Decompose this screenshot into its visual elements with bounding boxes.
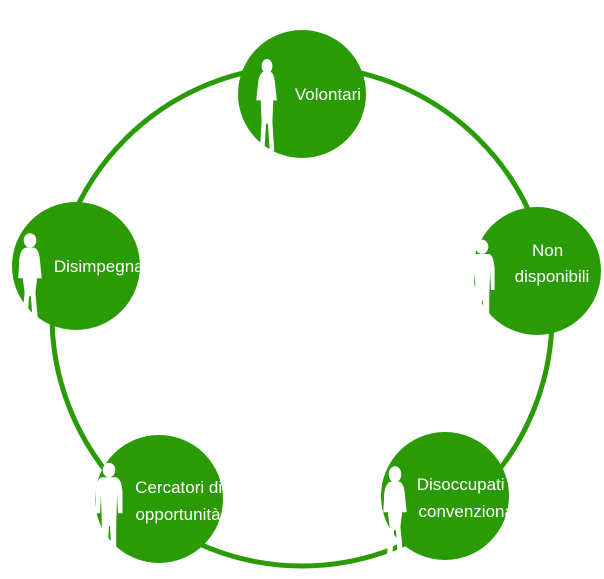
node-label: Disimpegnati xyxy=(54,257,152,276)
woman-silhouette-icon xyxy=(383,466,407,556)
node-disoccupati-convenzionali: Disoccupati convenzionali xyxy=(381,432,522,560)
node-label: Non disponibili xyxy=(515,241,590,286)
node-circle xyxy=(95,435,223,563)
woman-silhouette-icon xyxy=(256,59,277,151)
node-non-disponibili: Non disponibili xyxy=(469,207,601,335)
node-circle xyxy=(473,207,601,335)
node-label: Cercatori di opportunità xyxy=(135,478,227,524)
node-label: Disoccupati convenzionali xyxy=(417,475,522,521)
node-circle xyxy=(381,432,509,560)
node-disimpegnati: Disimpegnati xyxy=(12,202,152,330)
woman-silhouette-icon xyxy=(18,233,42,322)
node-circle xyxy=(12,202,140,330)
man-silhouette-icon xyxy=(469,239,495,330)
node-volontari: Volontari xyxy=(238,30,366,158)
node-cercatori-di-opportunita: Cercatori di opportunità xyxy=(95,435,227,563)
man-silhouette-icon xyxy=(95,462,123,557)
node-label: Volontari xyxy=(295,85,361,104)
